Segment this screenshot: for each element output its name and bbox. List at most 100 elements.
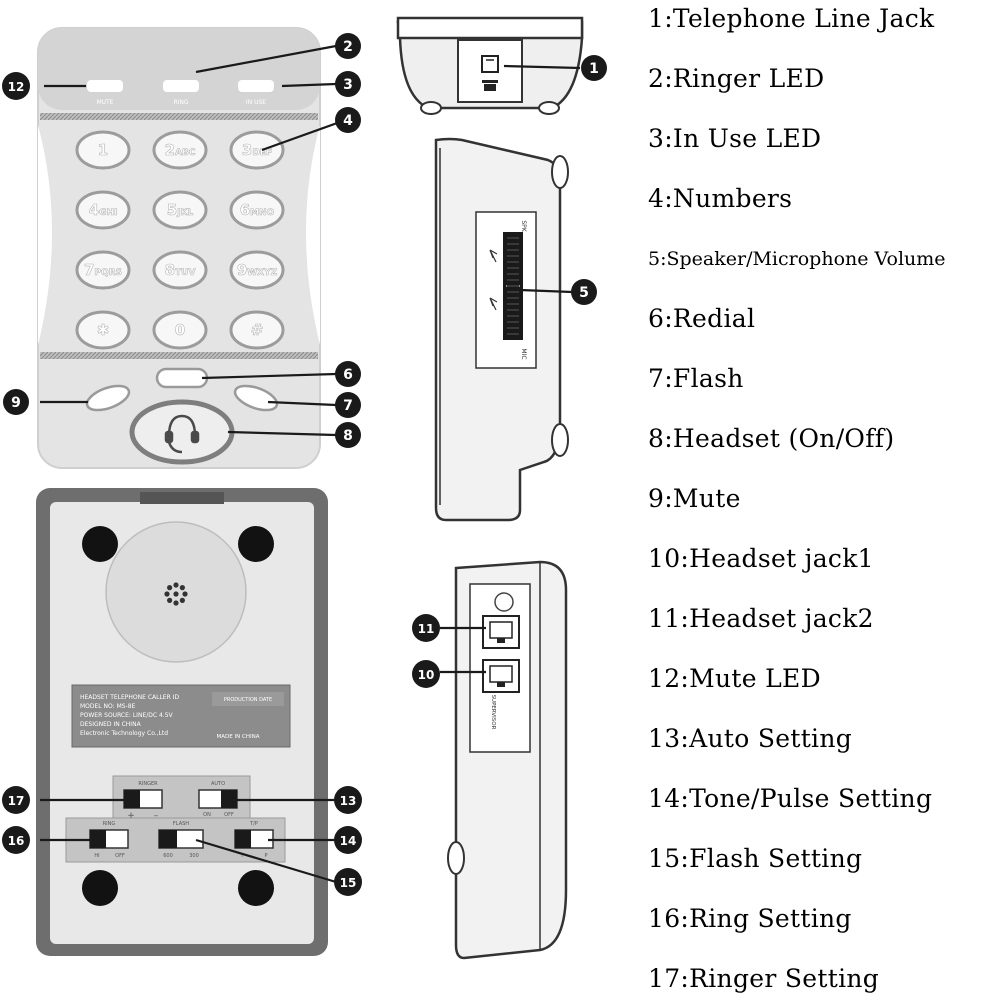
- svg-text:–: –: [154, 811, 159, 821]
- legend-item-5: 5:Speaker/Microphone Volume: [648, 248, 946, 270]
- speaker-hole: [182, 591, 188, 597]
- sticker-line: MODEL NO: MS-8E: [80, 703, 136, 710]
- supervisor-label: SUPERVISOR: [490, 695, 496, 730]
- production-date-label: PRODUCTION DATE: [224, 697, 272, 703]
- legend-item-4: 4:Numbers: [648, 184, 793, 213]
- back-top-slot: [140, 492, 224, 504]
- rear-foot-right: [538, 101, 560, 115]
- speaker-hole: [179, 597, 185, 603]
- speaker-hole: [167, 597, 173, 603]
- svg-text:7: 7: [343, 398, 353, 414]
- callout-4: 4: [335, 107, 361, 133]
- right-side-view: SPK MIC: [434, 137, 569, 522]
- callout-3: 3: [335, 71, 361, 97]
- key-label: ✱: [97, 321, 110, 339]
- callout-9: 9: [3, 389, 29, 415]
- speaker-holes: [164, 582, 188, 606]
- svg-text:OFF: OFF: [115, 853, 125, 859]
- key-label: 1: [98, 141, 108, 159]
- svg-text:RINGER: RINGER: [138, 781, 158, 787]
- svg-text:RING: RING: [103, 821, 116, 827]
- svg-text:16: 16: [8, 834, 25, 848]
- svg-text:OFF: OFF: [224, 812, 234, 818]
- svg-text:17: 17: [8, 794, 25, 808]
- rubber-foot-bottom-left: [82, 870, 118, 906]
- sticker-line: POWER SOURCE: LINE/DC 4.5V: [80, 712, 174, 719]
- made-in-label: MADE IN CHINA: [217, 734, 260, 740]
- legend-item-1: 1:Telephone Line Jack: [648, 4, 935, 33]
- svg-text:3: 3: [343, 77, 353, 93]
- side-foot-bottom: [551, 423, 569, 457]
- mute-button: MUTE: [85, 384, 131, 412]
- speaker-hole: [173, 600, 179, 606]
- svg-text:600: 600: [163, 853, 173, 859]
- headset-jack-1: [482, 659, 520, 693]
- flash-button: FLASH: [233, 384, 279, 412]
- legend-item-7: 7:Flash: [648, 364, 744, 393]
- key-1: 1: [75, 130, 131, 170]
- key-10: ✱: [75, 310, 131, 350]
- callout-16: 16: [2, 826, 30, 854]
- legend-item-6: 6:Redial: [648, 304, 756, 333]
- key-11: 0: [152, 310, 208, 350]
- key-8: 8TUV: [152, 250, 208, 290]
- callout-6: 6: [335, 361, 361, 387]
- svg-text:9: 9: [11, 395, 21, 411]
- callout-13: 13: [334, 786, 362, 814]
- left-notch: [38, 125, 52, 345]
- rubber-foot-top-right: [238, 526, 274, 562]
- legend-item-8: 8:Headset (On/Off): [648, 424, 895, 453]
- key-7: 7PQRS: [75, 250, 131, 290]
- in-use-led: [238, 80, 274, 92]
- rear-view: [396, 16, 584, 115]
- ringer-led: [163, 80, 199, 92]
- callout-5: 5: [571, 279, 597, 305]
- callout-15: 15: [334, 868, 362, 896]
- speaker-hole: [173, 582, 179, 588]
- leader-lines: [40, 44, 581, 884]
- svg-text:14: 14: [340, 834, 357, 848]
- legend-item-10: 10:Headset jack1: [648, 544, 874, 573]
- key-label: 0: [175, 321, 185, 339]
- speaker-hole: [179, 585, 185, 591]
- svg-text:T/P: T/P: [249, 821, 258, 827]
- mute-led-label: MUTE: [96, 99, 113, 106]
- key-5: 5JKL: [152, 190, 208, 230]
- headset-button: [129, 399, 235, 465]
- svg-text:6: 6: [343, 367, 353, 383]
- legend-item-15: 15:Flash Setting: [648, 844, 863, 873]
- line-jack-port: [481, 55, 499, 73]
- callout-14: 14: [334, 826, 362, 854]
- upper-divider: [40, 113, 318, 120]
- right-notch: [306, 125, 320, 345]
- svg-text:10: 10: [418, 668, 435, 682]
- callout-1: 1: [581, 55, 607, 81]
- phone-icon: [482, 80, 498, 91]
- ringer-led-label: RING: [173, 99, 188, 106]
- rubber-foot-bottom-right: [238, 870, 274, 906]
- key-3: 3DEF: [229, 130, 285, 170]
- info-sticker: [71, 684, 291, 748]
- svg-text:13: 13: [340, 794, 357, 808]
- ringer-switch: RINGER + –: [123, 781, 163, 821]
- callout-8: 8: [335, 422, 361, 448]
- key-4: 4GHI: [75, 190, 131, 230]
- left-side-view: SUPERVISOR: [447, 560, 568, 960]
- callout-12: 12: [2, 72, 30, 100]
- legend-item-12: 12:Mute LED: [648, 664, 821, 693]
- callout-2: 2: [335, 33, 361, 59]
- rubber-foot-top-left: [82, 526, 118, 562]
- keypad-header: [38, 28, 320, 110]
- callout-10: 10: [412, 660, 440, 688]
- callout-badges: 1 2 3 4 5 6 7 8 9 10 11 12 13 14 15 16 1…: [2, 33, 607, 896]
- side-foot-top: [551, 155, 569, 189]
- redial-button-label: REDIAL: [169, 375, 195, 383]
- callout-11: 11: [412, 614, 440, 642]
- key-2: 2ABC: [152, 130, 208, 170]
- svg-text:5: 5: [579, 285, 589, 301]
- in-use-led-label: IN USE: [246, 99, 266, 106]
